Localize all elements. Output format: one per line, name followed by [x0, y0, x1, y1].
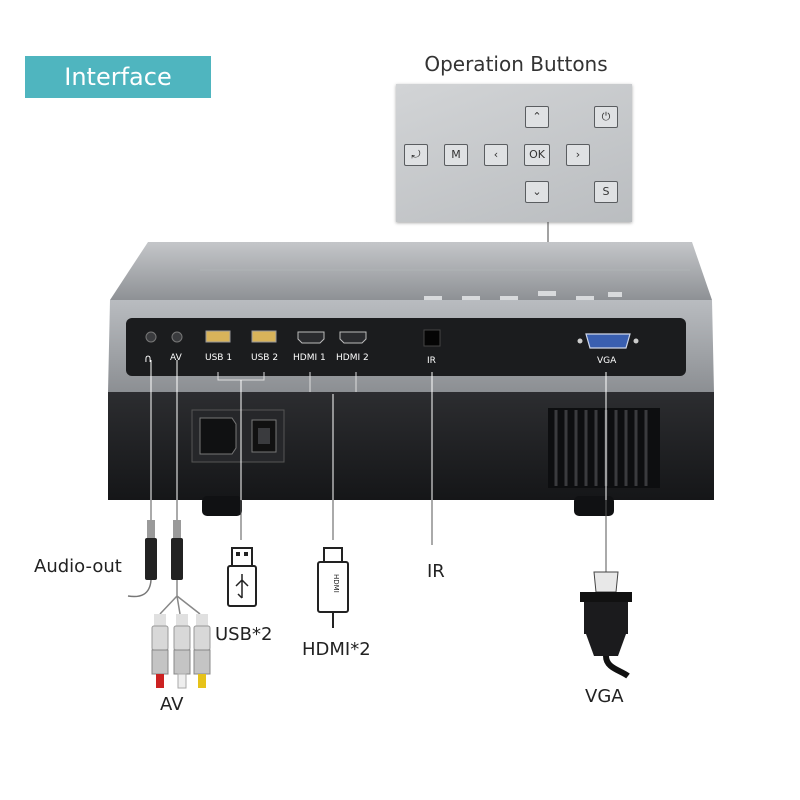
top-button — [576, 296, 594, 301]
rca-plugs-icon — [151, 614, 211, 689]
usb2-port-label: USB 2 — [251, 353, 279, 363]
power-inlet — [199, 417, 237, 455]
hdmi1-port-label: HDMI 1 — [293, 353, 326, 363]
ir-label: IR — [427, 561, 445, 582]
vga-plug-icon — [580, 571, 632, 679]
headphone-jack — [145, 331, 157, 343]
down-button[interactable]: ⌄ — [525, 181, 549, 203]
operation-buttons-title: Operation Buttons — [424, 52, 608, 76]
power-switch-rocker — [258, 428, 270, 444]
vga-port-label: VGA — [597, 356, 617, 366]
hdmi-plug-icon — [317, 547, 349, 628]
operation-buttons-panel: ⌃ ⏻ ⤾ M ‹ OK › ⌄ S — [396, 84, 632, 222]
av-plug-icon — [159, 520, 201, 615]
vga-port — [585, 333, 631, 349]
right-button[interactable]: › — [566, 144, 590, 166]
up-button[interactable]: ⌃ — [525, 106, 549, 128]
interface-badge: Interface — [25, 56, 211, 98]
menu-button[interactable]: M — [444, 144, 468, 166]
av-jack — [171, 331, 183, 343]
av-port-label: AV — [170, 353, 182, 363]
usb-plug-icon — [227, 547, 257, 607]
hdmi-plug-text: HDMI — [332, 574, 340, 593]
vga-screw — [577, 338, 583, 344]
projector-foot — [202, 496, 242, 516]
top-button — [608, 292, 622, 297]
hdmi2-port-label: HDMI 2 — [336, 353, 369, 363]
top-button — [500, 296, 518, 301]
ok-button[interactable]: OK — [524, 144, 550, 166]
back-button[interactable]: ⤾ — [404, 144, 428, 166]
left-button[interactable]: ‹ — [484, 144, 508, 166]
hdmi2-port — [339, 331, 367, 344]
av-label: AV — [160, 694, 184, 715]
hdmi-label: HDMI*2 — [302, 639, 371, 660]
vga-label: VGA — [585, 686, 624, 707]
source-button[interactable]: S — [594, 181, 618, 203]
usb1-port-label: USB 1 — [205, 353, 233, 363]
projector-foot — [574, 496, 614, 516]
top-button — [424, 296, 442, 301]
audio-plug-icon — [127, 520, 157, 598]
top-button — [462, 296, 480, 301]
usb1-port — [205, 330, 231, 343]
headphone-icon: ∩ — [144, 352, 153, 365]
projector-top-housing — [110, 242, 712, 300]
hdmi1-port — [297, 331, 325, 344]
audio-out-label: Audio-out — [34, 556, 122, 577]
usb-label: USB*2 — [215, 624, 273, 645]
vent-grill — [548, 408, 660, 488]
power-button[interactable]: ⏻ — [594, 106, 618, 128]
top-button — [538, 291, 556, 296]
vga-screw — [633, 338, 639, 344]
ir-receiver — [423, 329, 441, 347]
usb2-port — [251, 330, 277, 343]
ir-port-label: IR — [427, 356, 436, 366]
